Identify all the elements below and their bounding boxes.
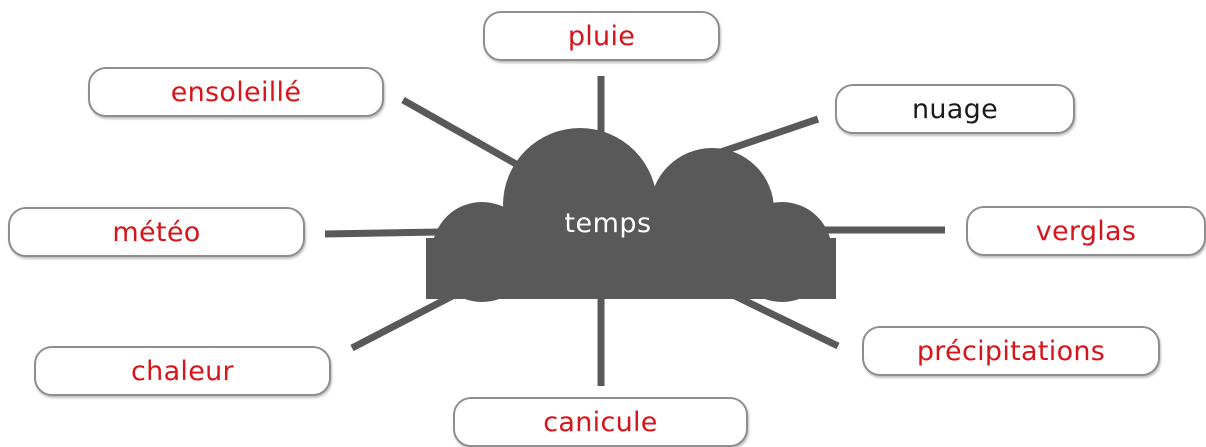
word-label-chaleur: chaleur <box>131 355 234 387</box>
word-label-precipitations: précipitations <box>916 335 1106 367</box>
connector-ensoleille <box>401 96 518 168</box>
word-label-ensoleille: ensoleillé <box>170 76 302 108</box>
word-label-nuage: nuage <box>911 93 999 125</box>
word-box-nuage: nuage <box>835 84 1075 134</box>
word-label-verglas: verglas <box>1035 215 1137 247</box>
word-label-meteo: météo <box>112 216 201 248</box>
cloud-shape <box>426 128 836 302</box>
connector-chaleur <box>350 287 464 352</box>
word-box-meteo: météo <box>8 207 305 257</box>
word-label-canicule: canicule <box>543 406 658 438</box>
center-concept-label: temps <box>564 208 652 239</box>
word-box-verglas: verglas <box>966 206 1206 256</box>
word-label-pluie: pluie <box>567 20 636 52</box>
word-box-chaleur: chaleur <box>34 346 331 396</box>
connector-meteo <box>324 228 441 238</box>
word-box-precipitations: précipitations <box>862 326 1160 376</box>
connector-precipitations <box>731 291 840 350</box>
word-box-pluie: pluie <box>483 11 720 61</box>
connectors <box>324 76 945 386</box>
connector-nuage <box>716 115 820 157</box>
word-box-ensoleille: ensoleillé <box>88 67 384 117</box>
word-box-canicule: canicule <box>453 397 748 447</box>
